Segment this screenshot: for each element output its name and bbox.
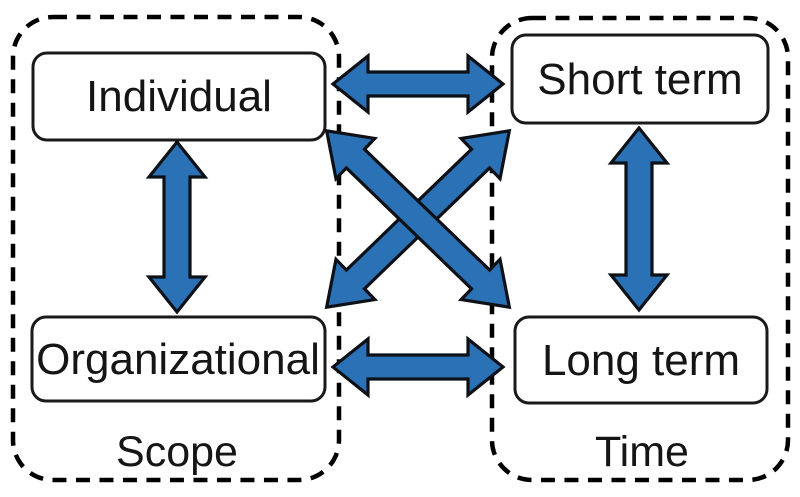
short-term-box bbox=[510, 33, 770, 125]
arrow-individual-short-term-icon bbox=[330, 52, 506, 116]
time-group-border bbox=[489, 15, 791, 483]
individual-box bbox=[31, 51, 327, 142]
arrow-organizational-long-term-icon bbox=[330, 335, 506, 399]
organizational-label: Organizational bbox=[36, 335, 320, 384]
long-term-label: Long term bbox=[542, 336, 740, 385]
scope-group-label: Scope bbox=[116, 428, 238, 476]
organizational-box bbox=[30, 315, 327, 403]
arrow-individual-organizational-icon bbox=[145, 139, 209, 315]
arrow-individual-long-term-icon bbox=[324, 128, 512, 310]
arrow-short-term-long-term-icon bbox=[607, 125, 671, 313]
short-term-label: Short term bbox=[537, 55, 742, 104]
long-term-box bbox=[513, 315, 769, 405]
individual-label: Individual bbox=[86, 72, 272, 121]
time-group-label: Time bbox=[595, 428, 689, 476]
scope-group-border bbox=[10, 14, 342, 483]
